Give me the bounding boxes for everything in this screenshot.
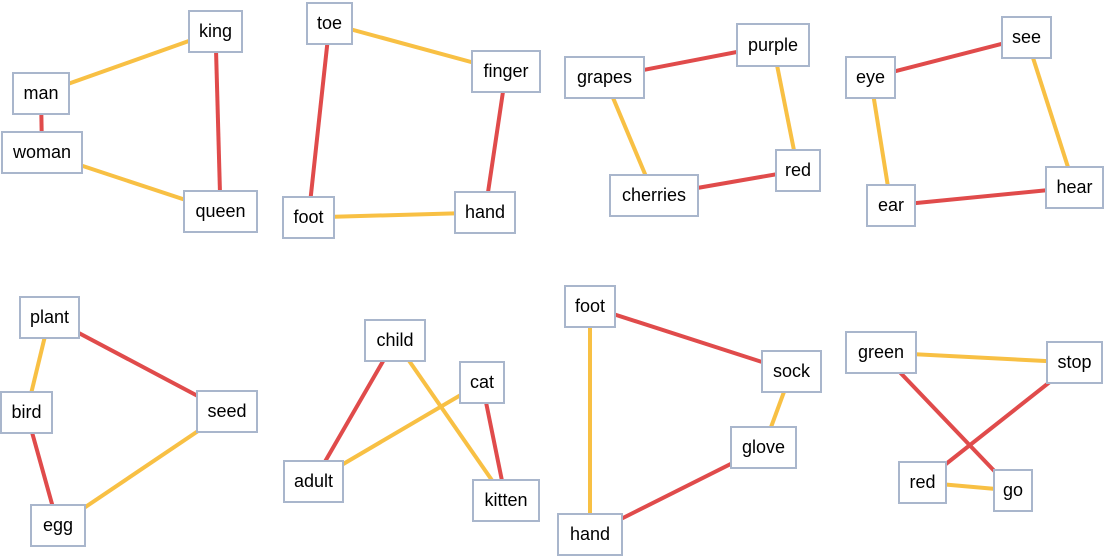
edge-eye-see [870, 35, 1027, 80]
node-stop: stop [1046, 341, 1103, 384]
node-finger: finger [471, 50, 541, 93]
node-foot: foot [564, 285, 616, 328]
edge-king-queen [213, 31, 223, 212]
node-kitten: kitten [472, 479, 540, 522]
edge-child-adult [311, 339, 397, 483]
node-adult: adult [283, 460, 344, 503]
node-see: see [1001, 16, 1052, 59]
node-green: green [845, 331, 917, 374]
edge-foot-sock [589, 304, 793, 374]
node-man: man [12, 72, 70, 115]
edge-see-hear [1024, 36, 1077, 189]
node-ear: ear [866, 184, 916, 227]
node-hand: hand [557, 513, 623, 556]
edge-green-go [879, 351, 1015, 492]
node-toe: toe [306, 2, 353, 45]
node-sock: sock [761, 350, 822, 393]
node-glove: glove [730, 426, 797, 469]
node-egg: egg [30, 504, 86, 547]
edge-man-king [40, 29, 217, 96]
node-woman: woman [1, 131, 83, 174]
node-purple: purple [736, 23, 810, 67]
node-child: child [364, 319, 426, 362]
node-cherries: cherries [609, 174, 699, 217]
node-hand: hand [454, 191, 516, 234]
node-eye: eye [845, 56, 896, 99]
node-foot: foot [282, 196, 335, 239]
node-plant: plant [19, 296, 80, 339]
node-red: red [775, 149, 821, 192]
node-bird: bird [0, 391, 53, 434]
node-king: king [188, 10, 243, 53]
edge-ear-hear [890, 185, 1075, 208]
edge-finger-hand [483, 71, 508, 213]
node-grapes: grapes [564, 56, 645, 99]
node-go: go [993, 469, 1033, 512]
node-seed: seed [196, 390, 258, 433]
node-queen: queen [183, 190, 258, 233]
node-cat: cat [459, 361, 505, 404]
node-hear: hear [1045, 166, 1104, 209]
node-red: red [898, 461, 947, 504]
edge-child-kitten [393, 339, 508, 502]
edge-toe-foot [306, 23, 332, 218]
